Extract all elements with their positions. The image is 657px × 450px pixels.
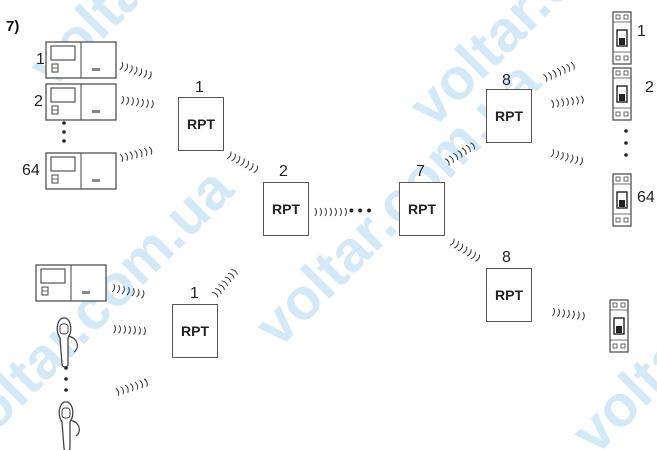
window-handle-device (56, 317, 79, 368)
repeater-box: RPT (399, 182, 445, 236)
device-index-label: 2 (34, 93, 43, 110)
din-module-device (612, 67, 632, 121)
hop-number: 7 (416, 163, 425, 180)
device-index-label: 1 (36, 51, 45, 68)
din-module-device (612, 11, 632, 65)
ellipsis-dots (62, 121, 628, 392)
hop-number: 2 (279, 163, 288, 180)
window-handle-device (58, 401, 81, 450)
device-index-label: 64 (22, 162, 40, 179)
thermostat-device (45, 152, 117, 190)
hop-number: 1 (195, 79, 204, 96)
chain-ellipsis: • • • (349, 202, 372, 218)
figure-label: 7) (6, 18, 20, 35)
device-index-label: 2 (645, 79, 654, 96)
repeater-box: RPT (486, 89, 532, 143)
thermostat-device (45, 83, 117, 121)
repeater-box: RPT (178, 97, 224, 151)
repeater-box: RPT (263, 182, 309, 236)
thermostat-device (35, 264, 107, 302)
hop-number: 8 (502, 249, 511, 266)
din-module-device (609, 299, 629, 353)
repeater-box: RPT (172, 304, 218, 358)
din-module-device (612, 173, 632, 227)
hop-number: 8 (502, 72, 511, 89)
hop-number: 1 (190, 285, 199, 302)
device-index-label: 1 (637, 23, 646, 40)
thermostat-device (45, 41, 117, 79)
device-index-label: 64 (637, 189, 655, 206)
repeater-box: RPT (486, 268, 532, 322)
